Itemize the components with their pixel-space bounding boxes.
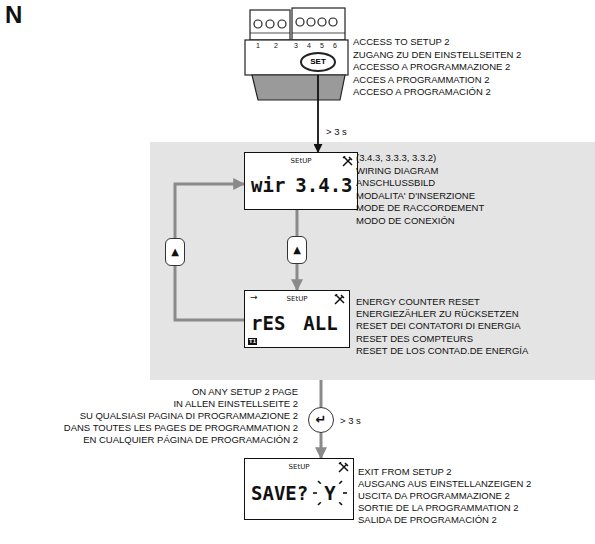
meter-device — [245, 8, 348, 100]
instruction-text: WIRING DIAGRAM — [356, 165, 438, 176]
instruction-text: MODO DE CONEXIÓN — [356, 215, 455, 226]
terminal-number: 1 — [256, 41, 260, 50]
tool-icon-stroke — [343, 156, 352, 166]
terminal-number: 2 — [274, 41, 278, 50]
set-button-label: SET — [306, 57, 330, 67]
tariff-indicator: T1 — [248, 338, 257, 345]
blink-wrap: Y — [324, 481, 335, 505]
blink-ray — [313, 492, 317, 494]
display-header: SEtUP — [245, 463, 353, 471]
instruction-text: ACCESSO A PROGRAMMAZIONE 2 — [353, 61, 510, 72]
instruction-text: ANSCHLUSSBILD — [356, 177, 435, 188]
display-value: SAVE? — [251, 481, 308, 505]
instruction-text: AUSGANG AUS EINSTELLANZEIGEN 2 — [358, 478, 531, 489]
wiring-codes: (3.4.3, 3.3.3, 3.3.2) — [356, 152, 436, 163]
tool-icon — [334, 294, 345, 305]
instruction-text: USCITA DA PROGRAMMAZIONE 2 — [358, 490, 510, 501]
tool-icon — [338, 462, 349, 473]
instruction-text: IN ALLEN EINSTELLSEITE 2 — [0, 398, 298, 409]
display-value: ALL — [303, 311, 337, 335]
instruction-text: RESET DEI CONTATORI DI ENERGIA — [356, 320, 521, 331]
instruction-text: MODALITA' D'INSERZIONE — [356, 190, 475, 201]
hold-time: > 3 s — [326, 126, 347, 137]
flow-arrow — [175, 266, 244, 320]
display-value: wir — [251, 173, 285, 197]
display-value: rES — [251, 311, 285, 335]
key-symbol: ▲ — [171, 246, 179, 258]
setup-band — [150, 142, 595, 380]
key-symbol: ▲ — [293, 244, 301, 256]
instruction-text: ACCESO A PROGRAMACIÓN 2 — [353, 86, 491, 97]
figure-letter: N — [5, 2, 22, 28]
flow-arrow — [296, 210, 299, 236]
instruction-text: SU QUALSIASI PAGINA DI PROGRAMMAZIONE 2 — [0, 410, 298, 421]
tool-icon-stroke — [335, 294, 344, 304]
instruction-text: ENERGIEZÄHLER ZU RÜCKSETZEN — [356, 308, 519, 319]
tool-icon — [342, 156, 353, 167]
blink-ray — [318, 481, 321, 484]
lcd-display: wir 3.4.3 SEtUP — [244, 152, 358, 210]
instruction-text: RESET DE LOS CONTAD.DE ENERGÍA — [356, 345, 528, 356]
instruction-text: SALIDA DE PROGRAMACIÓN 2 — [358, 514, 497, 525]
flow-arrow — [175, 184, 244, 238]
display-header: SEtUP — [245, 295, 349, 303]
display-row: SAVE? Y — [251, 481, 336, 505]
terminal-number: 4 — [307, 41, 311, 50]
lcd-display: rES ALL →SEtUP T1 — [244, 290, 350, 348]
cursor-arrow: → — [250, 292, 258, 302]
key-symbol: ↵ — [316, 413, 327, 427]
display-row: wir 3.4.3 — [251, 173, 353, 197]
terminal-number: 5 — [320, 41, 324, 50]
band-leader — [320, 380, 323, 407]
instruction-text: ACCES A PROGRAMMATION 2 — [353, 74, 490, 85]
hold-time: > 3 s — [340, 415, 361, 426]
tool-icon-stroke — [339, 462, 348, 472]
instruction-text: EN CUALQUIER PÁGINA DE PROGRAMACIÓN 2 — [0, 434, 298, 445]
instruction-text: ON ANY SETUP 2 PAGE — [0, 386, 298, 397]
blink-ray — [343, 492, 347, 494]
blink-ray — [318, 502, 321, 505]
meter-device: SET — [245, 0, 348, 75]
blink-ray — [339, 502, 342, 505]
display-value: Y — [324, 482, 335, 504]
arrow-key: ▲ — [165, 238, 185, 266]
instruction-text: RESET DES COMPTEURS — [356, 333, 473, 344]
terminal-number: 6 — [333, 41, 337, 50]
flow-arrow — [296, 264, 299, 290]
display-header: SEtUP — [245, 157, 357, 165]
instruction-text: ZUGANG ZU DEN EINSTELLSEITEN 2 — [353, 49, 521, 60]
display-row: rES ALL — [251, 311, 338, 335]
instruction-text: SORTIE DE LA PROGRAMMATION 2 — [358, 502, 519, 513]
instruction-text: MODE DE RACCORDEMENT — [356, 202, 484, 213]
instruction-text: EXIT FROM SETUP 2 — [358, 466, 452, 477]
lcd-display: SAVE? Y SEtUP — [244, 458, 354, 520]
enter-key: ↵ — [308, 407, 334, 433]
flow-arrow — [320, 433, 323, 458]
instruction-text: ACCESS TO SETUP 2 — [353, 36, 450, 47]
flow-arrow — [317, 75, 319, 152]
blink-ray — [339, 481, 342, 484]
instruction-text: ENERGY COUNTER RESET — [356, 296, 480, 307]
display-value: 3.4.3 — [295, 173, 352, 197]
terminal-number: 3 — [294, 41, 298, 50]
instruction-text: DANS TOUTES LES PAGES DE PROGRAMMATION 2 — [0, 422, 298, 433]
arrow-key: ▲ — [287, 236, 307, 264]
